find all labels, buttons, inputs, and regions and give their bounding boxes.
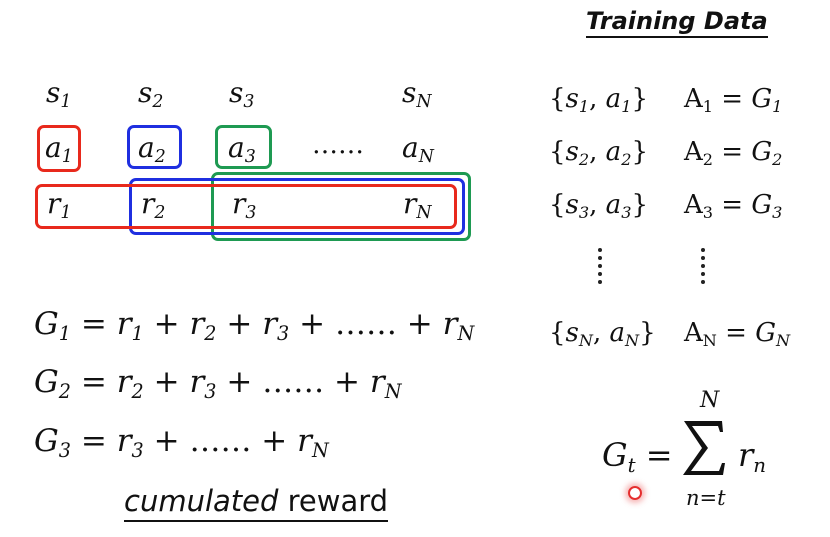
training-advantage-2: A2 = G2 xyxy=(684,137,783,169)
training-advantage-3: A3 = G3 xyxy=(684,190,783,222)
equation-g2: G2 = r2 + r3 + …… + rN xyxy=(34,364,402,403)
action-a3-box xyxy=(215,125,272,169)
training-advantage-1: A1 = G1 xyxy=(684,84,783,116)
training-pair-1: {s1, a1} xyxy=(549,84,648,116)
state-s3: s3 xyxy=(229,76,255,113)
training-pair-n: {sN, aN} xyxy=(549,318,656,350)
reward-rN: rN xyxy=(403,187,432,224)
state-s1: s1 xyxy=(46,76,72,113)
pointer-cursor-dot xyxy=(628,486,642,500)
action-a1: a1 xyxy=(45,131,73,168)
vertical-dots-left xyxy=(598,248,602,288)
action-a2: a2 xyxy=(138,131,166,168)
reward-r1: r1 xyxy=(47,187,72,224)
sigma-icon xyxy=(683,421,725,475)
sum-lower-limit: n=t xyxy=(686,486,726,510)
action-a1-box xyxy=(37,125,81,172)
caption-cumulated-reward: cumulated reward xyxy=(124,485,389,522)
reward-box-red xyxy=(35,184,457,229)
sum-lhs: Gt = xyxy=(602,436,673,477)
equation-g3: G3 = r3 + …… + rN xyxy=(34,423,329,462)
training-data-title: Training Data xyxy=(586,7,768,38)
sum-upper-limit: N xyxy=(700,388,720,413)
reward-box-blue xyxy=(129,178,465,235)
reward-box-green xyxy=(211,172,471,241)
training-pair-2: {s2, a2} xyxy=(549,137,648,169)
state-sN: sN xyxy=(402,76,432,113)
vertical-dots-right xyxy=(701,248,705,288)
reward-r2: r2 xyxy=(141,187,166,224)
training-pair-3: {s3, a3} xyxy=(549,190,648,222)
training-advantage-n: AN = GN xyxy=(684,318,791,350)
action-a2-box xyxy=(127,125,182,169)
action-ellipsis: …… xyxy=(312,130,364,160)
sum-term: rn xyxy=(738,436,767,477)
action-aN: aN xyxy=(402,131,434,168)
equation-g1: G1 = r1 + r2 + r3 + …… + rN xyxy=(34,306,475,345)
state-s2: s2 xyxy=(138,76,164,113)
reward-r3: r3 xyxy=(232,187,257,224)
action-a3: a3 xyxy=(228,131,256,168)
